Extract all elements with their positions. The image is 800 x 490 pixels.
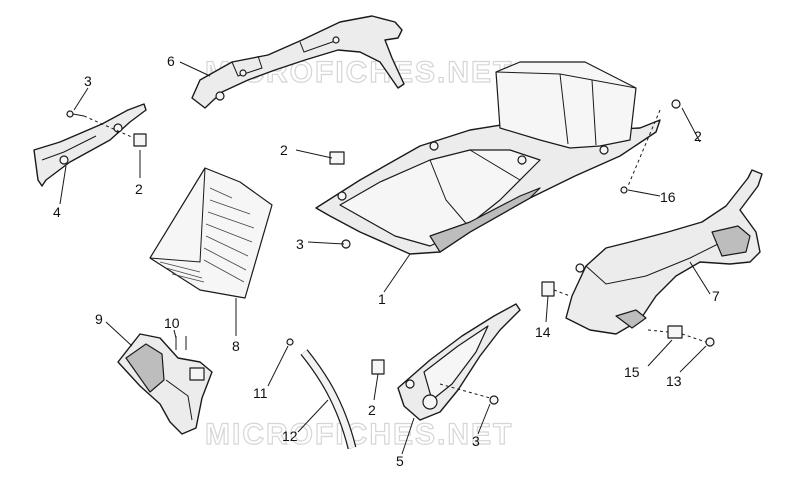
callout-13-bolt: 13 [666, 373, 682, 389]
part-6-upper-bracket [191, 15, 405, 109]
grille-hatching [159, 187, 255, 283]
callout-11-hose-clip: 11 [253, 385, 268, 401]
callout-3-bolt-lower: 3 [472, 433, 480, 449]
callout-12-drain-hose: 12 [282, 428, 298, 444]
part-4-side-bracket [33, 103, 147, 187]
leader-lines [59, 61, 711, 455]
callout-5-lower-guard: 5 [396, 453, 404, 469]
callout-4-side-bracket: 4 [53, 204, 61, 220]
part-5-lower-guard [397, 303, 521, 421]
callout-1-rear-tray: 1 [378, 291, 386, 307]
callout-2-clip-lower: 2 [368, 402, 376, 418]
callout-2-clip-right: 2 [694, 128, 702, 144]
callouts: 3 2 4 6 2 3 1 8 9 10 11 12 2 5 3 14 2 16… [53, 53, 720, 469]
callout-14-clip: 14 [535, 324, 551, 340]
callout-8-grille-cover: 8 [232, 338, 240, 354]
callout-6-upper-bracket: 6 [167, 53, 175, 69]
watermark-bottom: MICROFICHES.NET [205, 418, 513, 451]
callout-2-clip-left: 2 [135, 181, 143, 197]
callout-3-bolt-center: 3 [296, 236, 304, 252]
callout-7-side-panel: 7 [712, 288, 720, 304]
callout-9-lower-bracket: 9 [95, 311, 103, 327]
callout-15-spacer: 15 [624, 364, 640, 380]
callout-10-screws: 10 [164, 315, 180, 331]
part-8-grille-cover [149, 167, 273, 299]
part-1-rear-tray [315, 61, 661, 255]
assembly-lines [83, 109, 707, 399]
callout-3-bolt-upper-left: 3 [84, 73, 92, 89]
part-7-side-panel [565, 169, 763, 335]
callout-2-clip-center: 2 [280, 142, 288, 158]
part-12-drain-hose [300, 349, 357, 450]
callout-16-bolt: 16 [660, 189, 676, 205]
fasteners [66, 99, 715, 405]
part-9-lower-bracket [117, 333, 213, 435]
